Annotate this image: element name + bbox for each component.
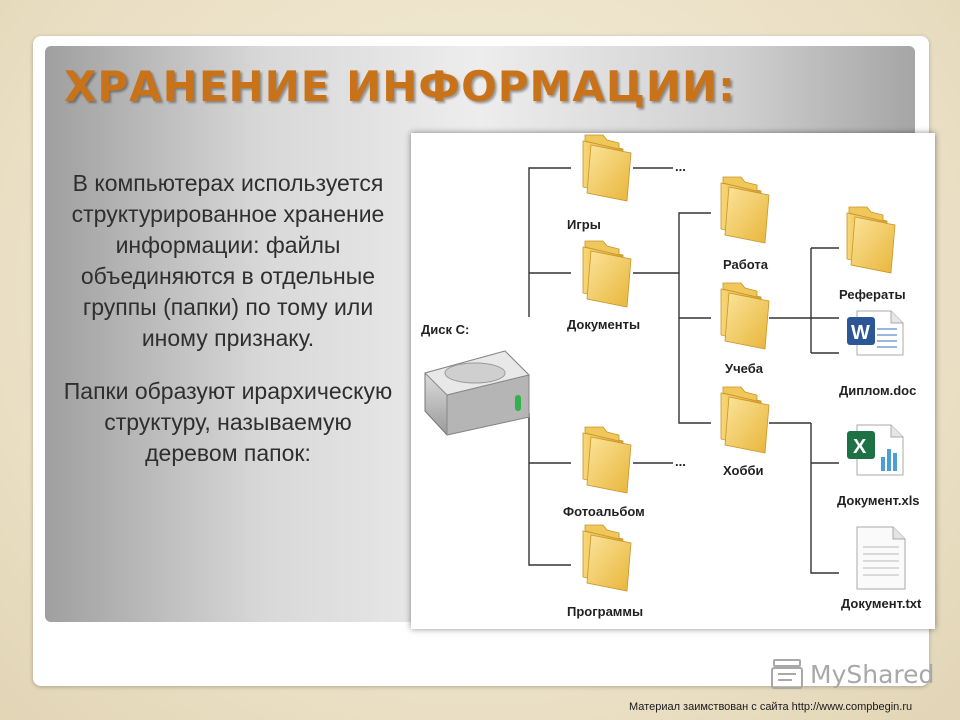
body-text: В компьютерах используется структурирова… [58, 168, 398, 491]
folder-label-study: Учеба [725, 361, 764, 376]
svg-text:X: X [853, 436, 867, 458]
folder-icon-hobby[interactable] [720, 386, 770, 454]
file-label-spreadsheet: Документ.xls [837, 493, 920, 508]
excel-document-icon[interactable]: X [847, 424, 904, 476]
file-label-textfile: Документ.txt [841, 596, 922, 611]
file-label-diploma: Диплом.doc [839, 383, 916, 398]
paragraph-tree: Папки образуют ирархическую структуру, н… [63, 378, 393, 466]
folder-label-programs: Программы [567, 604, 643, 619]
ellipsis-photo: ... [675, 454, 686, 469]
folder-label-work: Работа [723, 257, 769, 272]
folder-tree-svg: ... ... Диск С: Игры Документы Фотоальбо… [421, 134, 922, 619]
folder-icon-games[interactable] [582, 134, 632, 202]
tree-connectors [528, 167, 839, 574]
folder-icon-programs[interactable] [582, 524, 632, 592]
folder-icon-photo-album[interactable] [582, 426, 632, 494]
slide-title: ХРАНЕНИЕ ИНФОРМАЦИИ: [64, 62, 736, 111]
hard-drive-icon[interactable] [424, 350, 530, 436]
folder-icon-essays[interactable] [846, 206, 896, 274]
text-document-icon[interactable] [856, 526, 906, 590]
footer-source: Материал заимствован с сайта http://www.… [629, 701, 913, 713]
word-document-icon[interactable]: W [847, 310, 904, 356]
folder-label-photo-album: Фотоальбом [563, 504, 645, 519]
watermark: MyShared [770, 656, 934, 692]
folder-icon-work[interactable] [720, 176, 770, 244]
folder-label-essays: Рефераты [839, 287, 906, 302]
myshared-logo-icon [771, 659, 803, 689]
folder-icon-documents[interactable] [582, 240, 632, 308]
folder-label-games: Игры [567, 217, 601, 232]
folder-label-hobby: Хобби [723, 463, 764, 478]
paragraph-intro: В компьютерах используется структурирова… [71, 170, 385, 351]
folder-icon-study[interactable] [720, 282, 770, 350]
svg-text:W: W [851, 322, 870, 344]
watermark-text: MyShared [810, 659, 935, 689]
folder-label-documents: Документы [567, 317, 640, 332]
ellipsis-games: ... [675, 159, 686, 174]
drive-label: Диск С: [421, 322, 469, 337]
folder-tree-diagram: ... ... Диск С: Игры Документы Фотоальбо… [411, 133, 935, 629]
